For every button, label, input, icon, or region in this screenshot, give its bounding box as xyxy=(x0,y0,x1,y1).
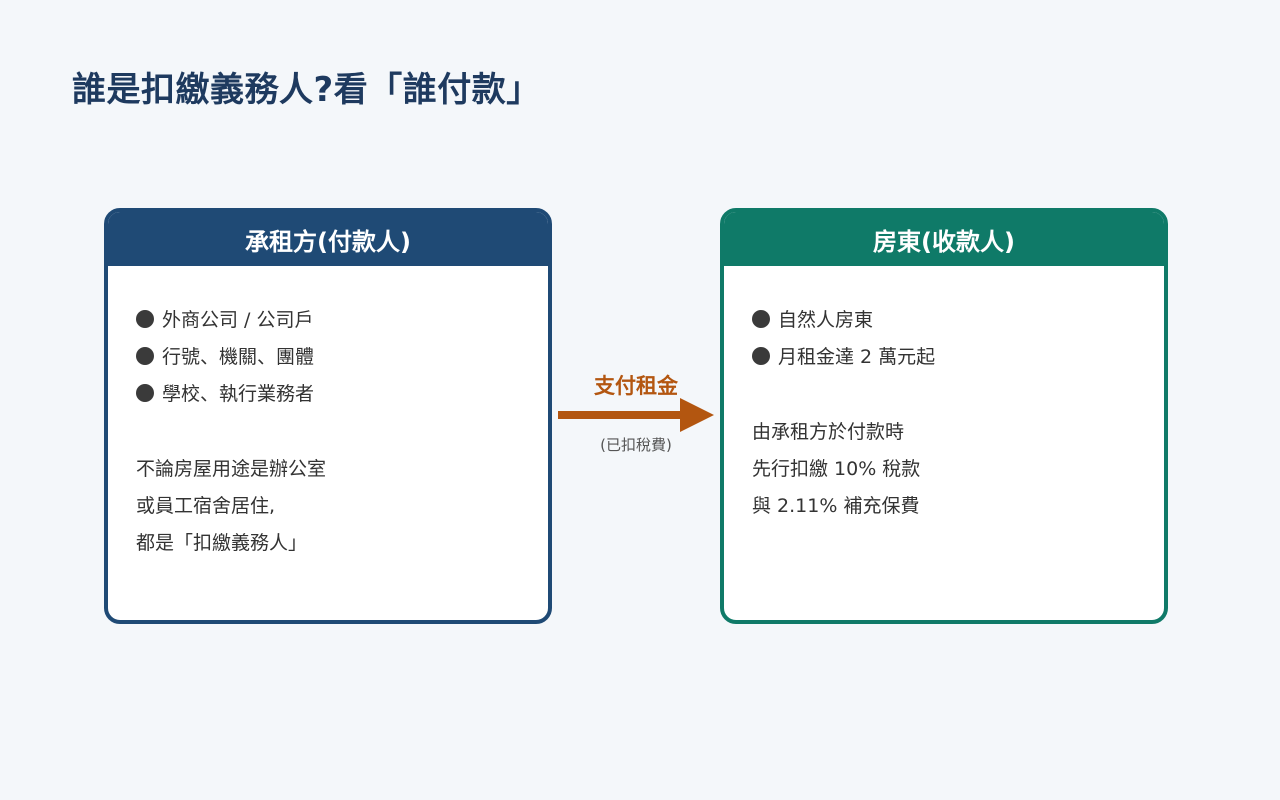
payer-description-line: 不論房屋用途是辦公室 xyxy=(136,458,327,480)
bullet-dot-icon xyxy=(752,346,770,365)
payer-list-item-label: 外商公司 / 公司戶 xyxy=(162,309,314,331)
payer-card-header: 承租方(付款人) xyxy=(108,212,548,266)
payment-flow-label: 支付租金 xyxy=(594,374,678,398)
payer-description-line: 都是「扣繳義務人」 xyxy=(136,532,308,554)
payee-description-line: 先行扣繳 10% 稅款 xyxy=(752,458,921,480)
payee-list: 自然人房東 月租金達 2 萬元起 xyxy=(752,300,1164,374)
payee-description: 由承租方於付款時 先行扣繳 10% 稅款 與 2.11% 補充保費 xyxy=(752,414,1164,525)
payee-list-item: 自然人房東 xyxy=(752,300,1164,337)
payee-description-line: 與 2.11% 補充保費 xyxy=(752,495,920,517)
payee-list-item-label: 月租金達 2 萬元起 xyxy=(778,346,936,368)
payee-card-header: 房東(收款人) xyxy=(724,212,1164,266)
payee-list-item: 月租金達 2 萬元起 xyxy=(752,337,1164,374)
payment-flow-note: (已扣稅費) xyxy=(600,436,672,454)
bullet-dot-icon xyxy=(136,346,154,365)
right-arrow-icon xyxy=(558,398,714,432)
payer-card: 承租方(付款人) 外商公司 / 公司戶 行號、機關、團體 學校、執行業務者 不論… xyxy=(104,208,552,624)
payer-list-item: 外商公司 / 公司戶 xyxy=(136,300,548,337)
payee-card-body: 自然人房東 月租金達 2 萬元起 由承租方於付款時 先行扣繳 10% 稅款 與 … xyxy=(724,266,1164,525)
payer-list-item-label: 行號、機關、團體 xyxy=(162,346,315,368)
payer-list-item: 行號、機關、團體 xyxy=(136,337,548,374)
page-title: 誰是扣繳義務人?看「誰付款」 xyxy=(72,70,541,110)
bullet-dot-icon xyxy=(752,309,770,328)
bullet-dot-icon xyxy=(136,383,154,402)
payer-list-item: 學校、執行業務者 xyxy=(136,374,548,411)
payer-description-line: 或員工宿舍居住, xyxy=(136,495,276,517)
payee-list-item-label: 自然人房東 xyxy=(778,309,874,331)
payee-card: 房東(收款人) 自然人房東 月租金達 2 萬元起 由承租方於付款時 先行扣繳 1… xyxy=(720,208,1168,624)
payer-card-body: 外商公司 / 公司戶 行號、機關、團體 學校、執行業務者 不論房屋用途是辦公室 … xyxy=(108,266,548,562)
payer-list: 外商公司 / 公司戶 行號、機關、團體 學校、執行業務者 xyxy=(136,300,548,411)
payment-flow: 支付租金 (已扣稅費) xyxy=(556,366,716,466)
payer-description: 不論房屋用途是辦公室 或員工宿舍居住, 都是「扣繳義務人」 xyxy=(136,451,548,562)
payee-description-line: 由承租方於付款時 xyxy=(752,421,905,443)
payer-list-item-label: 學校、執行業務者 xyxy=(162,383,315,405)
bullet-dot-icon xyxy=(136,309,154,328)
